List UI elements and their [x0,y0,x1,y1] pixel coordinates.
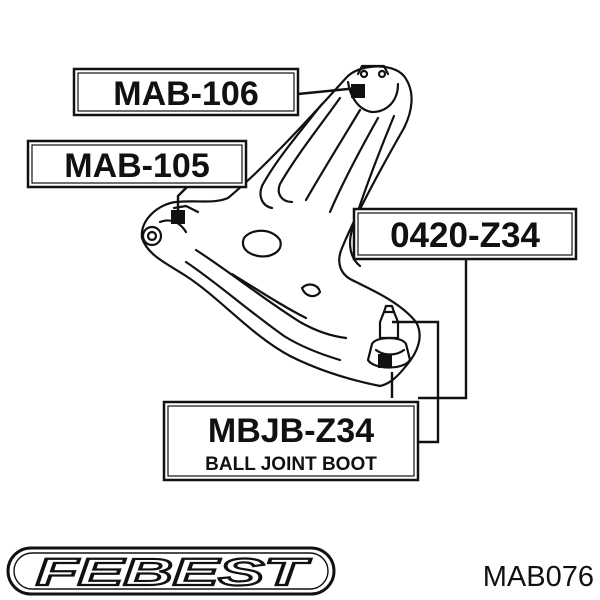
logo-text: FEBEST [36,552,311,594]
label-boot: MBJB-Z34 BALL JOINT BOOT [162,400,420,482]
label-ball-joint-text: 0420-Z34 [390,216,540,255]
anchor-front-bushing [171,210,185,224]
label-front-bushing: MAB-105 [26,139,248,189]
anchor-upper-bushing [351,84,365,98]
label-ball-joint: 0420-Z34 [352,207,578,261]
label-front-bushing-text: MAB-105 [64,147,209,185]
callout-lines [176,86,468,444]
label-boot-description: BALL JOINT BOOT [205,454,377,475]
article-number: MAB076 [483,561,594,593]
label-upper-bushing: MAB-106 [72,67,300,117]
label-upper-bushing-text: MAB-106 [113,75,258,113]
label-boot-text: MBJB-Z34 [208,412,374,450]
anchor-ball-joint [378,354,392,368]
febest-logo: FEBEST [6,546,336,596]
